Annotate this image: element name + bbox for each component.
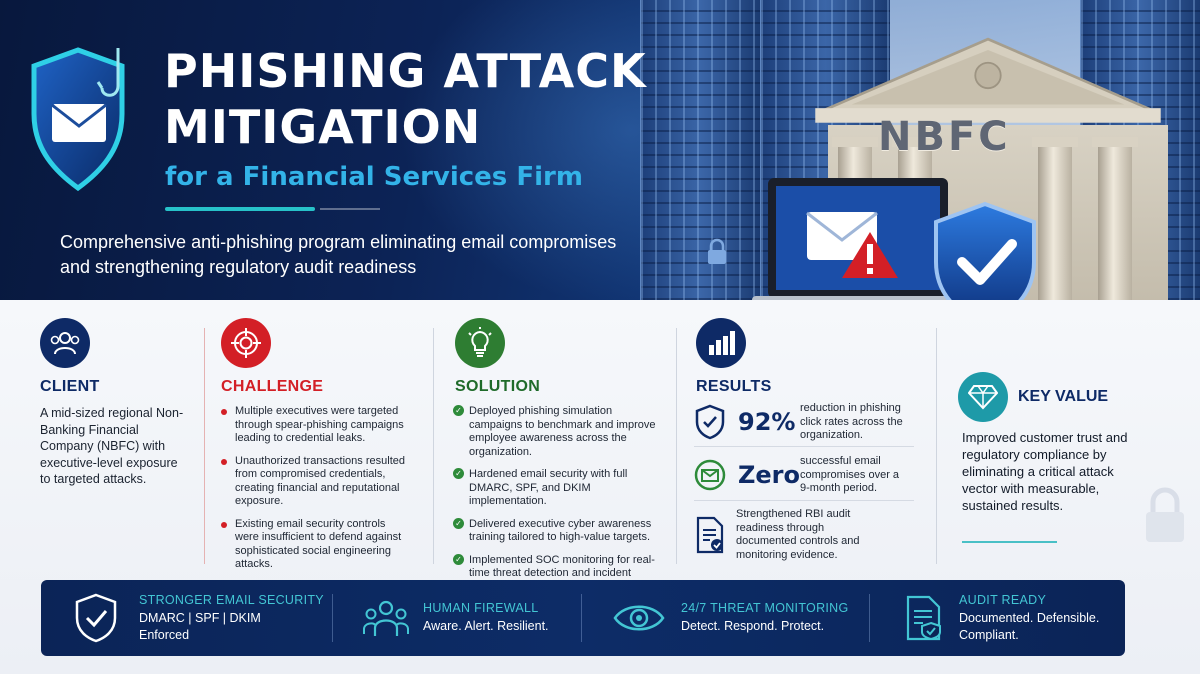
key-value-header: KEY VALUE: [958, 372, 1108, 422]
benefit-subtitle: DMARC | SPF | DKIM Enforced: [139, 610, 261, 642]
client-section: CLIENT: [40, 318, 100, 396]
list-item: Hardened email security with full DMARC,…: [453, 468, 663, 509]
key-value-heading: KEY VALUE: [1018, 388, 1109, 405]
result-row: 92% reduction in phishing click rates ac…: [694, 402, 910, 443]
bar-divider: [332, 594, 333, 642]
challenge-heading: CHALLENGE: [221, 378, 324, 395]
client-description: A mid-sized regional Non-Banking Financi…: [40, 406, 184, 486]
page-title-line-2: MITIGATION: [164, 100, 482, 154]
document-check-icon: [696, 516, 724, 554]
column: [1092, 137, 1138, 300]
client-heading: CLIENT: [40, 378, 100, 395]
column-divider: [204, 328, 205, 564]
benefit-text: 24/7 THREAT MONITORING Detect. Respond. …: [681, 601, 849, 635]
challenge-list: Multiple executives were targeted throug…: [221, 405, 411, 581]
envelope-hook-shield-icon: [31, 47, 125, 192]
users-icon: [40, 318, 90, 368]
benefit-item: STRONGER EMAIL SECURITY DMARC | SPF | DK…: [73, 580, 324, 656]
list-item: Existing email security controls were in…: [221, 518, 411, 572]
column-divider: [433, 328, 434, 564]
shield-check-icon: [934, 201, 1036, 300]
shield-check-icon: [695, 404, 725, 440]
result-row: Zero successful email compromises over a…: [694, 455, 910, 496]
hero-banner: PHISHING ATTACK MITIGATION for a Financi…: [0, 0, 1200, 300]
key-value-underline: [962, 541, 1057, 543]
bar-chart-icon: [696, 318, 746, 368]
result-metric: 92%: [738, 408, 796, 437]
bar-divider: [581, 594, 582, 642]
benefit-text: STRONGER EMAIL SECURITY DMARC | SPF | DK…: [139, 593, 324, 644]
result-divider: [694, 446, 914, 447]
benefit-title: HUMAN FIREWALL: [423, 601, 539, 615]
column-divider: [936, 328, 937, 564]
solution-section: SOLUTION: [455, 318, 540, 396]
benefit-text: HUMAN FIREWALL Aware. Alert. Resilient.: [423, 601, 549, 635]
benefit-title: 24/7 THREAT MONITORING: [681, 601, 849, 615]
laptop-illustration: [752, 178, 962, 300]
page-title-line-1: PHISHING ATTACK: [164, 44, 647, 98]
list-item: Unauthorized transactions resulted from …: [221, 455, 411, 509]
result-row: Strengthened RBI audit readiness through…: [694, 508, 886, 562]
page-subtitle: for a Financial Services Firm: [165, 162, 583, 192]
benefits-bar: STRONGER EMAIL SECURITY DMARC | SPF | DK…: [41, 580, 1125, 656]
results-heading: RESULTS: [696, 378, 772, 395]
result-text: Strengthened RBI audit readiness through…: [736, 508, 860, 561]
benefit-title: STRONGER EMAIL SECURITY: [139, 592, 324, 607]
building-sign: NBFC: [878, 114, 1011, 160]
column: [1032, 137, 1078, 300]
benefit-subtitle: Aware. Alert. Resilient.: [423, 619, 549, 633]
benefit-subtitle: Documented. Defensible. Compliant.: [959, 610, 1100, 642]
result-metric: Zero: [738, 461, 801, 490]
glass-tower: [640, 0, 760, 300]
lock-icon: [1146, 487, 1184, 542]
results-section: RESULTS: [696, 318, 772, 396]
envelope-icon: [807, 212, 877, 260]
diamond-icon: [958, 372, 1008, 422]
solution-heading: SOLUTION: [455, 378, 541, 395]
tagline: Comprehensive anti-phishing program elim…: [60, 232, 617, 277]
building-pediment: [815, 37, 1161, 123]
eye-icon: [613, 605, 665, 631]
list-item: Delivered executive cyber awareness trai…: [453, 517, 663, 545]
title-underline: [165, 207, 315, 211]
list-item: Multiple executives were targeted throug…: [221, 405, 411, 446]
document-check-icon: [906, 595, 941, 641]
benefit-item: HUMAN FIREWALL Aware. Alert. Resilient.: [363, 580, 549, 656]
challenge-section: CHALLENGE: [221, 318, 323, 396]
lock-icon: [708, 238, 726, 264]
key-value-description: Improved customer trust and regulatory c…: [962, 430, 1128, 513]
benefit-item: AUDIT READY Documented. Defensible. Comp…: [905, 580, 1109, 656]
users-icon: [363, 600, 409, 636]
lightbulb-icon: [455, 318, 505, 368]
shield-check-icon: [75, 593, 117, 643]
benefit-title: AUDIT READY: [959, 592, 1047, 607]
solution-list: Deployed phishing simulation campaigns t…: [453, 405, 663, 603]
benefit-text: AUDIT READY Documented. Defensible. Comp…: [959, 593, 1109, 644]
benefit-subtitle: Detect. Respond. Protect.: [681, 619, 825, 633]
list-item: Implemented SOC monitoring for real-time…: [453, 553, 663, 595]
result-text: successful email compromises over a 9-mo…: [800, 455, 900, 494]
result-divider: [694, 500, 914, 501]
list-item: Deployed phishing simulation campaigns t…: [453, 405, 663, 459]
bar-divider: [869, 594, 870, 642]
benefit-item: 24/7 THREAT MONITORING Detect. Respond. …: [613, 580, 849, 656]
result-text: reduction in phishing click rates across…: [800, 402, 903, 441]
column-divider: [676, 328, 677, 564]
envelope-icon: [694, 460, 726, 491]
target-icon: [221, 318, 271, 368]
title-underline-tail: [320, 208, 380, 210]
